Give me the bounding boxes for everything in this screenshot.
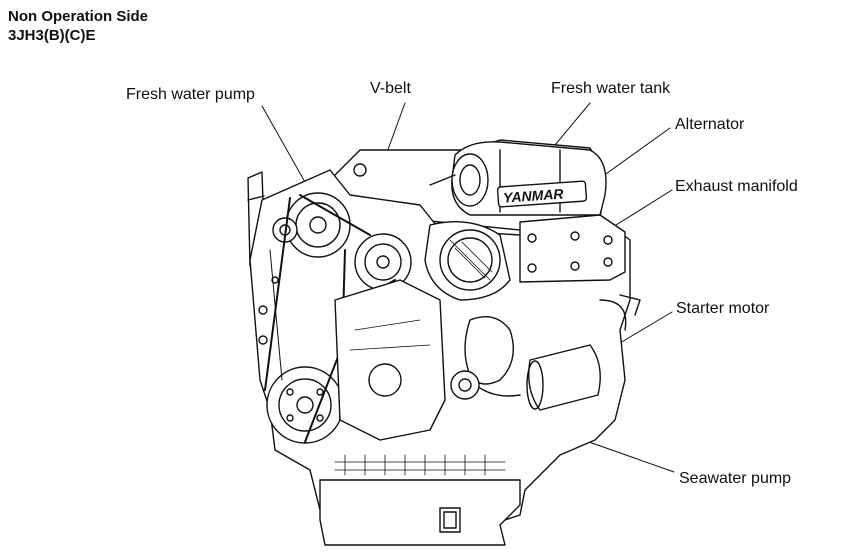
page-title: Non Operation Side bbox=[8, 8, 149, 25]
label-fresh-water-tank: Fresh water tank bbox=[551, 80, 671, 97]
label-fresh-water-pump: Fresh water pump bbox=[126, 86, 255, 103]
label-seawater-pump: Seawater pump bbox=[679, 470, 792, 487]
label-alternator: Alternator bbox=[675, 116, 745, 133]
label-exhaust-manifold: Exhaust manifold bbox=[675, 178, 798, 195]
label-v-belt: V-belt bbox=[370, 80, 411, 97]
model-number: 3JH3(B)(C)E bbox=[8, 27, 96, 44]
engine-body: YANMAR bbox=[247, 139, 641, 546]
label-starter-motor: Starter motor bbox=[676, 300, 770, 317]
yanmar-logo: YANMAR bbox=[503, 185, 565, 205]
